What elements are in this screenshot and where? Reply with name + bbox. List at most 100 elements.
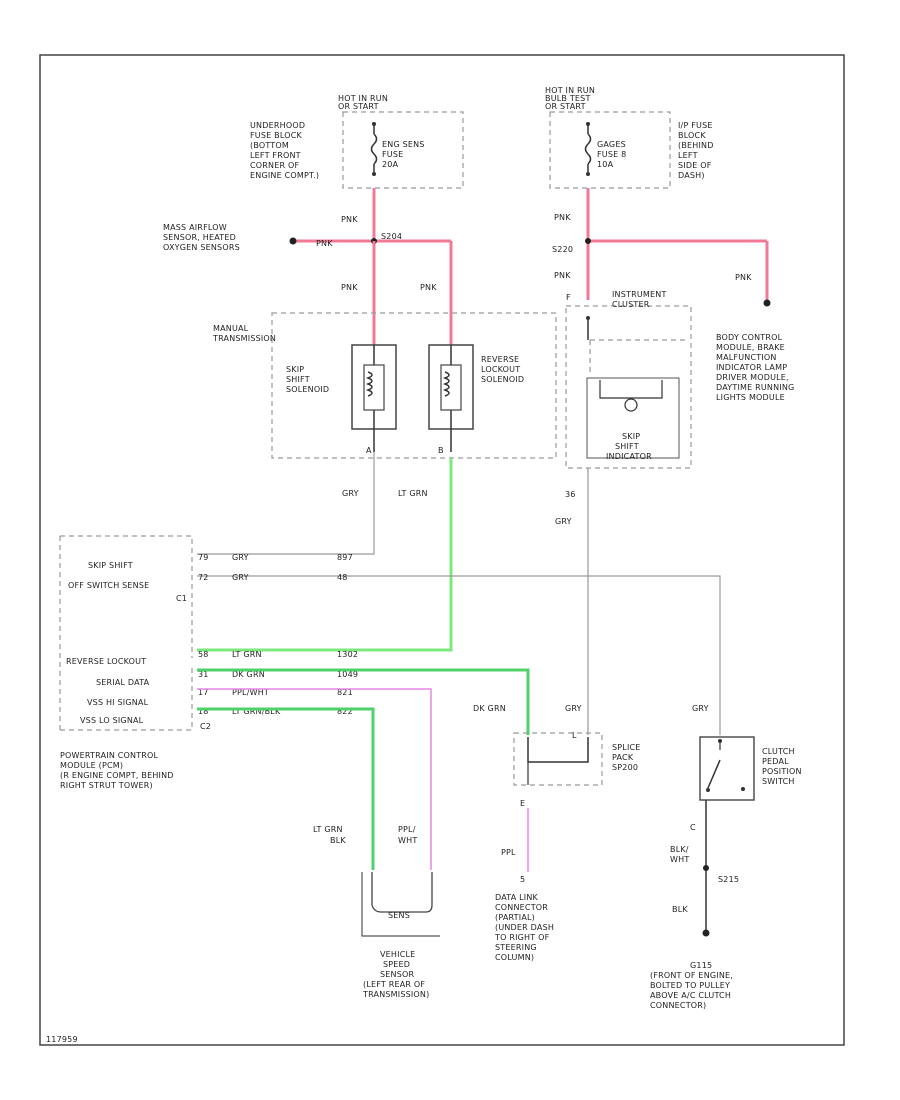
svg-text:17: 17: [198, 688, 209, 697]
svg-text:GRY: GRY: [565, 704, 582, 713]
svg-text:CONNECTOR): CONNECTOR): [650, 1001, 706, 1010]
svg-text:UNDERHOOD: UNDERHOOD: [250, 121, 305, 130]
svg-text:S215: S215: [718, 875, 739, 884]
svg-text:WHT: WHT: [398, 836, 417, 845]
diagram-frame: [39, 54, 845, 1046]
svg-text:SKIP: SKIP: [286, 365, 304, 374]
svg-text:C2: C2: [200, 722, 211, 731]
svg-text:SHIFT: SHIFT: [615, 442, 639, 451]
pnk-wire-labels: PNK PNK S204 PNK PNK PNK S220 PNK PNK: [316, 213, 752, 292]
pcm-pin-labels: 79 GRY 897 72 GRY 48 58 LT GRN 1302 31 D…: [198, 553, 358, 716]
svg-text:INSTRUMENT: INSTRUMENT: [612, 290, 667, 299]
dlc-label: DATA LINK CONNECTOR (PARTIAL) (UNDER DAS…: [494, 893, 554, 962]
svg-text:CLUSTER: CLUSTER: [612, 300, 650, 309]
svg-text:PNK: PNK: [420, 283, 437, 292]
svg-text:SENSOR: SENSOR: [380, 970, 414, 979]
svg-text:(BOTTOM: (BOTTOM: [250, 141, 289, 150]
svg-text:58: 58: [198, 650, 209, 659]
svg-text:OXYGEN SENSORS: OXYGEN SENSORS: [163, 243, 240, 252]
svg-text:DK GRN: DK GRN: [473, 704, 506, 713]
svg-text:(R ENGINE COMPT, BEHIND: (R ENGINE COMPT, BEHIND: [60, 771, 174, 780]
svg-text:5: 5: [520, 875, 525, 884]
svg-text:SHIFT: SHIFT: [286, 375, 310, 384]
svg-text:SERIAL DATA: SERIAL DATA: [96, 678, 150, 687]
left-fuse-location: UNDERHOOD FUSE BLOCK (BOTTOM LEFT FRONT …: [250, 121, 319, 180]
svg-text:COLUMN): COLUMN): [495, 953, 534, 962]
svg-text:GAGES: GAGES: [597, 140, 626, 149]
svg-text:S220: S220: [552, 245, 573, 254]
svg-text:79: 79: [198, 553, 209, 562]
svg-text:OFF SWITCH SENSE: OFF SWITCH SENSE: [68, 581, 149, 590]
svg-text:18: 18: [198, 707, 209, 716]
svg-text:1049: 1049: [337, 670, 358, 679]
manual-transmission: MANUAL TRANSMISSION SKIP SHIFT SOLENOID …: [212, 312, 557, 459]
maf-sensor-label: MASS AIRFLOW SENSOR, HEATED OXYGEN SENSO…: [163, 223, 240, 252]
svg-text:SWITCH: SWITCH: [762, 777, 795, 786]
svg-text:LT GRN/BLK: LT GRN/BLK: [232, 707, 281, 716]
svg-text:DASH): DASH): [678, 171, 705, 180]
svg-text:TRANSMISSION): TRANSMISSION): [362, 990, 429, 999]
svg-text:GRY: GRY: [555, 517, 572, 526]
svg-text:REVERSE LOCKOUT: REVERSE LOCKOUT: [66, 657, 146, 666]
svg-text:GRY: GRY: [232, 553, 249, 562]
svg-text:WHT: WHT: [670, 855, 689, 864]
svg-text:C1: C1: [176, 594, 187, 603]
svg-text:INDICATOR LAMP: INDICATOR LAMP: [716, 363, 787, 372]
svg-text:BOLTED TO PULLEY: BOLTED TO PULLEY: [650, 981, 730, 990]
svg-text:POWERTRAIN CONTROL: POWERTRAIN CONTROL: [60, 751, 159, 760]
ground-g115-label: G115 (FRONT OF ENGINE, BOLTED TO PULLEY …: [650, 961, 733, 1010]
svg-text:A: A: [366, 446, 372, 455]
svg-text:F: F: [566, 293, 571, 302]
svg-text:48: 48: [337, 573, 348, 582]
svg-text:DRIVER MODULE,: DRIVER MODULE,: [716, 373, 789, 382]
svg-text:SPEED: SPEED: [383, 960, 410, 969]
svg-text:SENSOR, HEATED: SENSOR, HEATED: [163, 233, 236, 242]
svg-text:GRY: GRY: [342, 489, 359, 498]
svg-text:PNK: PNK: [341, 283, 358, 292]
svg-text:RIGHT STRUT TOWER): RIGHT STRUT TOWER): [60, 781, 153, 790]
svg-text:LT GRN: LT GRN: [313, 825, 343, 834]
svg-text:(FRONT OF ENGINE,: (FRONT OF ENGINE,: [650, 971, 733, 980]
svg-text:72: 72: [198, 573, 209, 582]
svg-text:BLK/: BLK/: [670, 845, 689, 854]
svg-text:G115: G115: [690, 961, 712, 970]
svg-text:36: 36: [565, 490, 576, 499]
svg-text:FUSE BLOCK: FUSE BLOCK: [250, 131, 302, 140]
bcm-label: BODY CONTROL MODULE, BRAKE MALFUNCTION I…: [716, 333, 794, 402]
svg-text:SPLICE: SPLICE: [612, 743, 641, 752]
svg-text:SP200: SP200: [612, 763, 638, 772]
svg-text:DATA LINK: DATA LINK: [495, 893, 539, 902]
svg-text:MANUAL: MANUAL: [213, 324, 249, 333]
svg-text:SOLENOID: SOLENOID: [286, 385, 329, 394]
svg-text:821: 821: [337, 688, 353, 697]
svg-text:LT GRN: LT GRN: [398, 489, 428, 498]
svg-text:PEDAL: PEDAL: [762, 757, 789, 766]
svg-text:PPL/: PPL/: [398, 825, 416, 834]
svg-text:PPL: PPL: [501, 848, 516, 857]
svg-text:PNK: PNK: [316, 239, 333, 248]
svg-text:MODULE (PCM): MODULE (PCM): [60, 761, 123, 770]
svg-text:DK GRN: DK GRN: [232, 670, 265, 679]
svg-text:CLUTCH: CLUTCH: [762, 747, 795, 756]
svg-text:L: L: [572, 731, 577, 740]
svg-text:CORNER OF: CORNER OF: [250, 161, 299, 170]
clutch-pedal-position-switch: GRY CLUTCH PEDAL POSITION SWITCH C BLK/ …: [670, 704, 801, 937]
svg-text:FUSE 8: FUSE 8: [597, 150, 626, 159]
svg-text:(LEFT REAR OF: (LEFT REAR OF: [363, 980, 425, 989]
svg-text:SENS: SENS: [388, 911, 410, 920]
svg-text:VEHICLE: VEHICLE: [380, 950, 415, 959]
svg-text:INDICATOR: INDICATOR: [606, 452, 652, 461]
svg-text:TRANSMISSION: TRANSMISSION: [212, 334, 276, 343]
svg-text:VSS HI SIGNAL: VSS HI SIGNAL: [87, 698, 149, 707]
svg-text:LEFT FRONT: LEFT FRONT: [250, 151, 301, 160]
svg-text:897: 897: [337, 553, 353, 562]
svg-text:LT GRN: LT GRN: [232, 650, 262, 659]
svg-text:LEFT: LEFT: [678, 151, 698, 160]
splice-pack: DK GRN GRY L E SPLICE PACK SP200 PPL 5: [473, 704, 641, 884]
svg-text:PPL/WHT: PPL/WHT: [232, 688, 269, 697]
instrument-cluster: INSTRUMENT CLUSTER SKIP SHIFT INDICATOR …: [565, 290, 692, 469]
svg-text:BLK: BLK: [330, 836, 346, 845]
